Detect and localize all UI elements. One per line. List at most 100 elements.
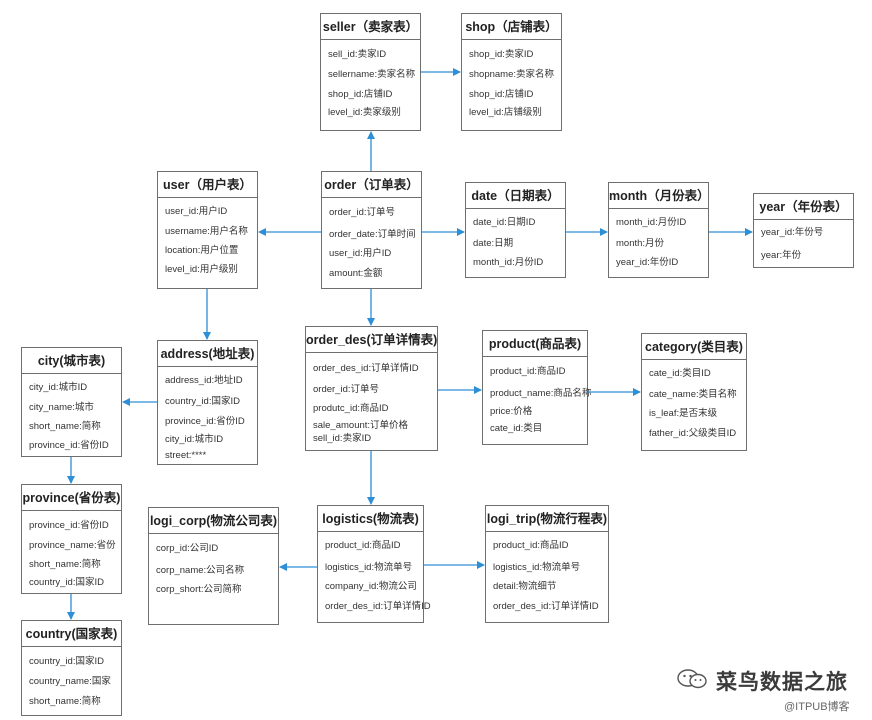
table-product: product(商品表) product_id:商品ID product_nam… <box>482 330 592 445</box>
field: shop_id:店铺ID <box>328 89 393 100</box>
field: username:用户名称 <box>165 226 248 237</box>
field: level_id:用户级别 <box>165 264 238 275</box>
table-title: logistics(物流表) <box>318 506 423 532</box>
table-title: user（用户表） <box>158 172 257 198</box>
field: order_des_id:订单详情ID <box>493 601 599 612</box>
field: level_id:店铺级别 <box>469 107 542 118</box>
table-year: year（年份表） year_id:年份号 year:年份 <box>753 193 854 268</box>
table-title: address(地址表) <box>158 341 257 367</box>
table-province: province(省份表) province_id:省份ID province_… <box>21 484 122 594</box>
table-title: country(国家表) <box>22 621 121 647</box>
table-order-des: order_des(订单详情表) order_des_id:订单详情ID ord… <box>305 326 438 451</box>
field: user_id:用户ID <box>329 248 392 259</box>
field: corp_short:公司简称 <box>156 584 242 595</box>
table-title: order_des(订单详情表) <box>306 327 437 353</box>
field: order_date:订单时间 <box>329 229 416 240</box>
field: city_name:城市 <box>29 402 94 413</box>
field: date_id:日期ID <box>473 217 536 228</box>
field: sell_id:卖家ID <box>328 49 387 60</box>
field: user_id:用户ID <box>165 206 228 217</box>
field: sellername:卖家名称 <box>328 69 416 80</box>
field: country_id:国家ID <box>165 396 240 407</box>
field: city_id:城市ID <box>29 382 88 393</box>
wechat-icon <box>677 669 707 689</box>
table-title: city(城市表) <box>22 348 121 374</box>
field: street:**** <box>165 450 207 461</box>
field: cate_id:类目ID <box>649 368 711 379</box>
watermark-source: @ITPUB博客 <box>784 701 850 713</box>
field: country_id:国家ID <box>29 656 104 667</box>
field: level_id:卖家级别 <box>328 107 401 118</box>
table-date: date（日期表） date_id:日期ID date:日期 month_id:… <box>465 182 566 278</box>
table-title: shop（店铺表） <box>462 14 561 40</box>
field: year_id:年份号 <box>761 227 824 238</box>
field: year_id:年份ID <box>616 257 679 268</box>
field: province_id:省份ID <box>165 416 245 427</box>
field: country_name:国家 <box>29 676 111 687</box>
table-title: month（月份表） <box>609 183 710 209</box>
field: produtc_id:商品ID <box>313 403 389 414</box>
field: short_name:简称 <box>29 559 101 570</box>
field: product_id:商品ID <box>490 366 566 377</box>
field: amount:金额 <box>329 268 383 279</box>
table-title: logi_trip(物流行程表) <box>486 506 608 532</box>
table-user: user（用户表） user_id:用户ID username:用户名称 loc… <box>157 171 258 289</box>
table-title: date（日期表） <box>466 183 565 209</box>
field: order_des_id:订单详情ID <box>313 363 419 374</box>
field: order_id:订单号 <box>313 384 379 395</box>
field: month_id:月份ID <box>473 257 544 268</box>
table-logi-trip: logi_trip(物流行程表) product_id:商品ID logisti… <box>485 505 609 623</box>
field: city_id:城市ID <box>165 434 224 445</box>
field: detail:物流细节 <box>493 581 557 592</box>
field: logistics_id:物流单号 <box>325 562 413 573</box>
field: shopname:卖家名称 <box>469 69 555 80</box>
field: order_des_id:订单详情ID <box>325 601 431 612</box>
field: corp_id:公司ID <box>156 543 219 554</box>
table-title: category(类目表) <box>642 334 746 360</box>
field: product_id:商品ID <box>325 540 401 551</box>
table-city: city(城市表) city_id:城市ID city_name:城市 shor… <box>21 347 122 457</box>
field: date:日期 <box>473 238 514 249</box>
field: short_name:简称 <box>29 696 101 707</box>
table-logistics: logistics(物流表) product_id:商品ID logistics… <box>317 505 431 623</box>
table-title: logi_corp(物流公司表) <box>149 508 278 534</box>
field: short_name:简称 <box>29 421 101 432</box>
field: sale_amount:订单价格 <box>313 420 409 431</box>
field: province_id:省份ID <box>29 440 109 451</box>
table-title: year（年份表） <box>754 194 853 220</box>
field: province_id:省份ID <box>29 520 109 531</box>
table-category: category(类目表) cate_id:类目ID cate_name:类目名… <box>641 333 747 451</box>
field: shop_id:卖家ID <box>469 49 534 60</box>
table-month: month（月份表） month_id:月份ID month:月份 year_i… <box>608 182 710 278</box>
field: location:用户位置 <box>165 245 239 256</box>
field: product_id:商品ID <box>493 540 569 551</box>
table-shop: shop（店铺表） shop_id:卖家ID shopname:卖家名称 sho… <box>461 13 562 131</box>
table-address: address(地址表) address_id:地址ID country_id:… <box>157 340 258 465</box>
field: cate_id:类目 <box>490 423 543 434</box>
field: shop_id:店铺ID <box>469 89 534 100</box>
field: is_leaf:是否末级 <box>649 408 718 419</box>
field: month_id:月份ID <box>616 217 687 228</box>
field: price:价格 <box>490 406 533 417</box>
field: company_id:物流公司 <box>325 581 417 592</box>
table-country: country(国家表) country_id:国家ID country_nam… <box>21 620 122 716</box>
field: corp_name:公司名称 <box>156 565 245 576</box>
table-logi-corp: logi_corp(物流公司表) corp_id:公司ID corp_name:… <box>148 507 279 625</box>
watermark-title: 菜鸟数据之旅 <box>716 671 848 694</box>
table-title: seller（卖家表） <box>321 14 420 40</box>
field: month:月份 <box>616 238 665 249</box>
field: sell_id:卖家ID <box>313 433 372 444</box>
field: province_name:省份 <box>29 540 116 551</box>
field: father_id:父级类目ID <box>649 428 737 439</box>
table-order: order（订单表） order_id:订单号 order_date:订单时间 … <box>321 171 422 289</box>
field: year:年份 <box>761 250 802 261</box>
table-seller: seller（卖家表） sell_id:卖家ID sellername:卖家名称… <box>320 13 421 131</box>
field: product_name:商品名称 <box>490 388 592 399</box>
table-title: province(省份表) <box>22 485 121 511</box>
field: country_id:国家ID <box>29 577 104 588</box>
field: address_id:地址ID <box>165 375 243 386</box>
table-title: order（订单表） <box>322 172 421 198</box>
field: cate_name:类目名称 <box>649 389 737 400</box>
field: logistics_id:物流单号 <box>493 562 581 573</box>
